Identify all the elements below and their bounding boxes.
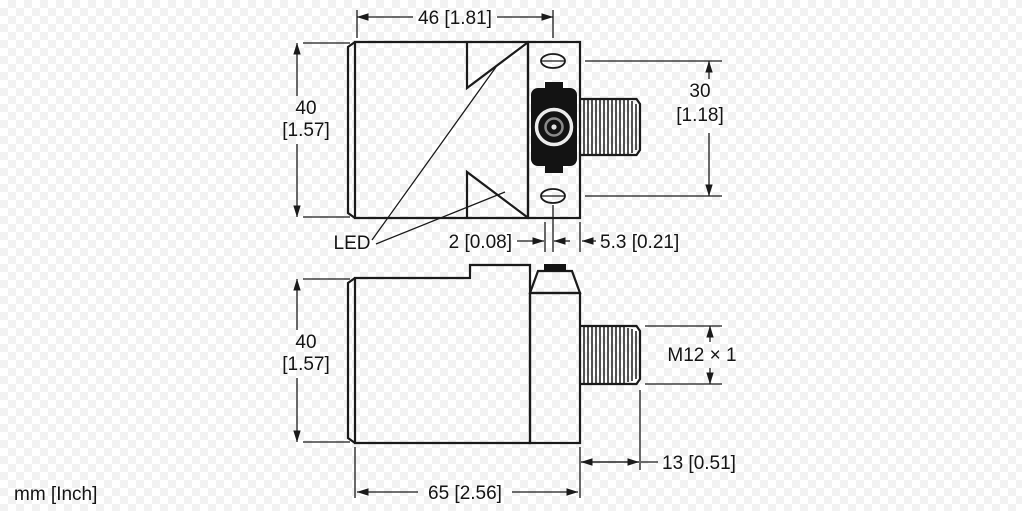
- dim-height-inch-label: [1.57]: [282, 120, 330, 141]
- connector-housing: [528, 291, 582, 445]
- dim-pitch-inch-label: [1.18]: [676, 105, 724, 126]
- connector-ring-outer: [534, 107, 574, 147]
- dim-height-inch-label: [1.57]: [282, 354, 330, 375]
- extension-lines: [303, 42, 350, 218]
- connector-cap-top: [544, 264, 566, 271]
- dim-pitch-mm-label: 30: [689, 81, 710, 102]
- dimension-offset-2: 2 [0.08]: [449, 205, 570, 253]
- dim-offset-label: 2 [0.08]: [449, 232, 512, 253]
- extension-lines: [585, 60, 722, 197]
- dimension-width-46: 46 [1.81]: [356, 8, 554, 38]
- dim-height-mm-label: 40: [295, 332, 316, 353]
- side-view-dimensions: 40 [1.57] M12 × 1 13 [0.51] 65 [2.56]: [282, 278, 737, 504]
- dim-thread-length-label: 13 [0.51]: [662, 453, 736, 474]
- dim-height-mm-label: 40: [295, 98, 316, 119]
- sensing-face-edge: [346, 41, 356, 219]
- connector-cap: [528, 269, 582, 295]
- thread-outline-side-view: [580, 324, 642, 386]
- dim-length-label: 65 [2.56]: [428, 483, 502, 504]
- sensor-body-outline-side: [353, 263, 532, 445]
- dim-slot-label: 5.3 [0.21]: [600, 232, 679, 253]
- thread-outline-top-view: [580, 97, 642, 157]
- led-window-top: [465, 42, 528, 91]
- led-leader-bottom: [375, 191, 506, 245]
- extension-lines: [544, 205, 554, 252]
- connector-plate: [526, 40, 582, 220]
- led-window-bottom: [465, 169, 528, 218]
- units-label: mm [Inch]: [14, 484, 97, 505]
- top-view: [346, 40, 642, 220]
- thread-hatching-side-view: [583, 327, 637, 383]
- dimension-height-40-top-view: 40 [1.57]: [282, 42, 350, 218]
- sensing-face-edge-side: [346, 277, 356, 444]
- connector-ring-inner: [544, 117, 564, 137]
- top-view-dimensions: 46 [1.81] 40 [1.57] 30 [1.18] 2 [0.08]: [282, 8, 724, 254]
- led-callout: LED: [334, 66, 506, 254]
- connector-tab-bottom: [545, 165, 563, 173]
- connector-pin: [551, 124, 557, 130]
- thread-hatching-top-view: [583, 100, 637, 154]
- dimension-length-65: 65 [2.56]: [354, 447, 579, 504]
- dimension-slot-5-3: 5.3 [0.21]: [579, 222, 679, 253]
- sensor-body-outline: [353, 40, 530, 220]
- dim-width-label: 46 [1.81]: [418, 8, 492, 29]
- side-view: [346, 263, 642, 445]
- led-label: LED: [334, 233, 371, 254]
- dimension-thread-length-13: 13 [0.51]: [579, 390, 736, 498]
- extension-lines: [303, 278, 350, 443]
- led-leader-top: [371, 66, 497, 241]
- dimension-height-40-side-view: 40 [1.57]: [282, 278, 350, 443]
- dimension-pitch-30: 30 [1.18]: [585, 60, 724, 197]
- connector-tab-top: [545, 82, 563, 89]
- extension-lines: [579, 390, 641, 498]
- thread-label: M12 × 1: [667, 345, 736, 366]
- dimension-thread-m12: M12 × 1: [645, 325, 737, 385]
